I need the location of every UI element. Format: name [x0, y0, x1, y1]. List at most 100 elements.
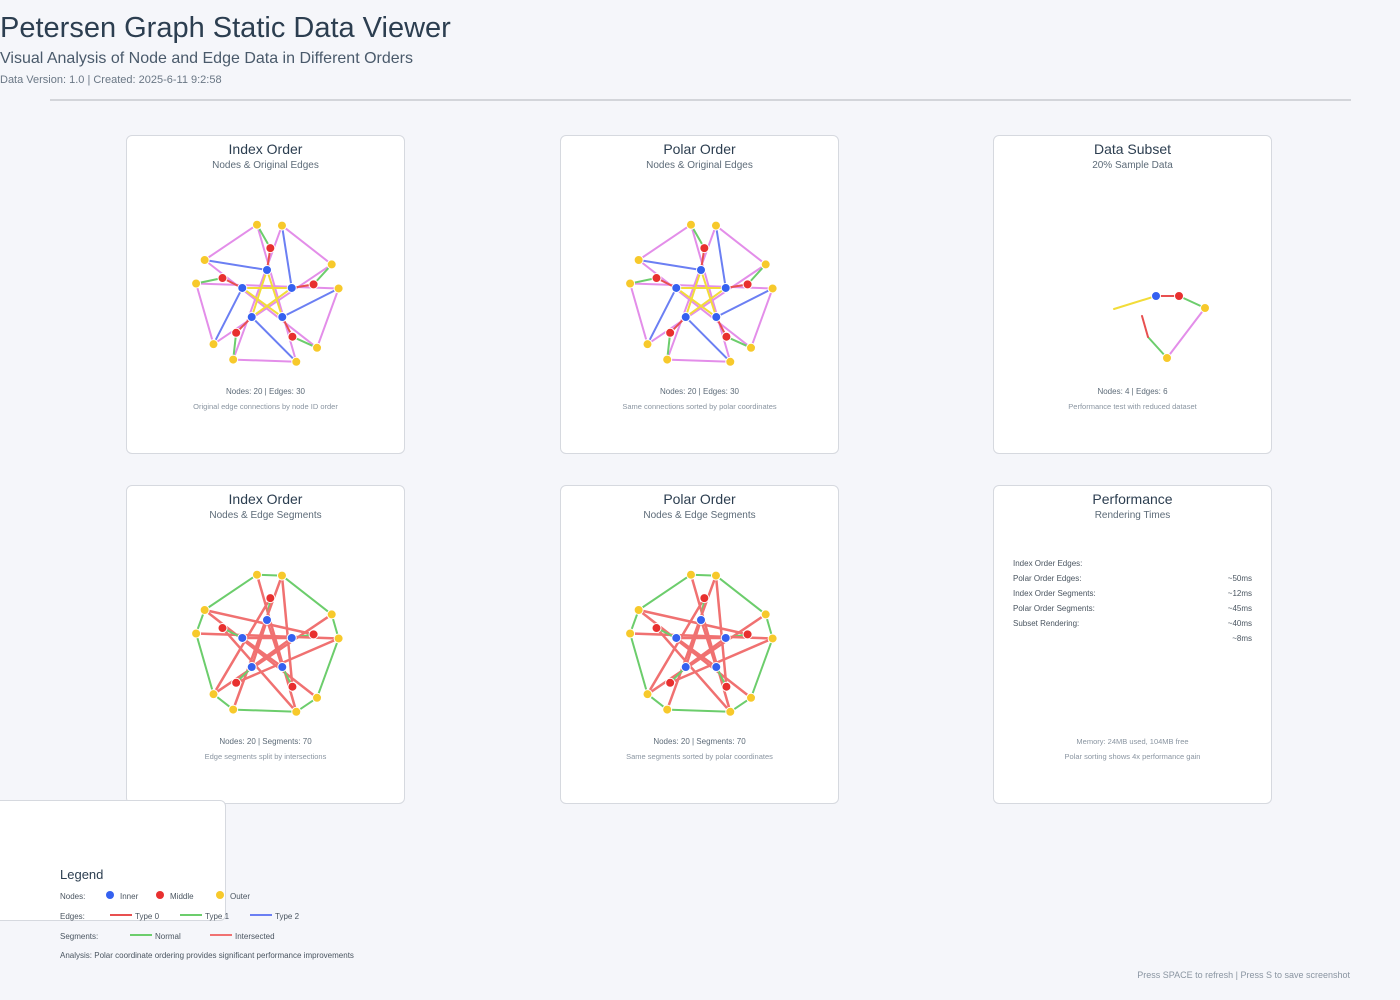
- middle-node: [265, 243, 276, 254]
- inner-node-icon: [106, 891, 114, 899]
- intersected-segment: [280, 574, 294, 688]
- outer-node-icon: [216, 891, 224, 899]
- inner-node: [286, 632, 297, 643]
- panel-stats: Nodes: 20 | Segments: 70: [219, 737, 312, 746]
- header-divider: [50, 99, 1351, 101]
- panel-description: Same segments sorted by polar coordinate…: [626, 752, 773, 761]
- panel-polar-segments: Polar Order Nodes & Edge Segments Nodes:…: [560, 485, 839, 804]
- normal-segment: [280, 574, 333, 616]
- inner-node: [237, 282, 248, 293]
- intersected-segment: [699, 618, 718, 669]
- outer-node: [333, 283, 344, 294]
- perf-label: Index Order Segments:: [1013, 589, 1096, 598]
- legend-outer: Outer: [230, 892, 251, 901]
- inner-node: [246, 662, 257, 673]
- panel-subtitle: Nodes & Original Edges: [646, 160, 753, 171]
- middle-node: [231, 327, 242, 338]
- outer-node: [276, 220, 287, 231]
- inner-node: [720, 632, 731, 643]
- legend-nodes-label: Nodes:: [60, 892, 86, 901]
- page-title: Petersen Graph Static Data Viewer: [0, 12, 451, 44]
- graph-canvas: [191, 569, 344, 717]
- outer-node: [208, 339, 219, 350]
- outer-ring-edge: [629, 282, 649, 346]
- panel-title: Index Order: [228, 141, 303, 157]
- segment-normal-swatch: [130, 934, 152, 936]
- legend-inner: Inner: [120, 892, 139, 901]
- outer-node: [191, 278, 202, 289]
- intersected-segment: [234, 637, 340, 685]
- panel-description: Original edge connections by node ID ord…: [193, 402, 338, 411]
- inner-node: [237, 632, 248, 643]
- normal-segment: [666, 708, 732, 713]
- inner-node: [277, 662, 288, 673]
- inner-node: [262, 615, 272, 625]
- intersected-segment: [668, 637, 774, 685]
- star-edge: [250, 286, 293, 319]
- middle-node: [721, 681, 732, 692]
- star-edge: [266, 269, 284, 319]
- outer-node: [228, 704, 239, 715]
- outer-node: [326, 259, 337, 270]
- legend-segment-normal: Normal: [155, 932, 181, 941]
- intersected-segment: [221, 626, 298, 714]
- spoke-edge: [281, 287, 340, 319]
- panel-title: Index Order: [228, 491, 303, 507]
- star-edge: [684, 269, 702, 319]
- outer-node: [685, 219, 696, 230]
- middle-node: [308, 629, 319, 640]
- panel-title: Polar Order: [663, 141, 736, 157]
- inner-node: [680, 312, 691, 323]
- outer-node: [326, 609, 337, 620]
- panel-performance: Performance Rendering Times Index Order …: [993, 485, 1272, 804]
- outer-node: [333, 633, 344, 644]
- inner-node: [671, 632, 682, 643]
- perf-value: ~8ms: [1232, 634, 1252, 643]
- perf-value: ~40ms: [1227, 619, 1252, 628]
- middle-node: [231, 677, 242, 688]
- legend-edges-label: Edges:: [60, 912, 85, 921]
- inner-node: [262, 265, 272, 275]
- middle-node: [308, 279, 319, 290]
- outer-ring-edge: [195, 282, 215, 346]
- panel-title: Performance: [1092, 491, 1173, 507]
- outer-node: [312, 692, 323, 703]
- normal-segment: [232, 708, 298, 713]
- spoke-edge: [684, 316, 732, 363]
- middle-node: [287, 681, 298, 692]
- middle-node: [699, 243, 710, 254]
- legend-panel: [0, 800, 226, 921]
- outer-node: [710, 220, 721, 231]
- legend-title: Legend: [60, 867, 104, 882]
- panel-subtitle: Nodes & Edge Segments: [209, 510, 322, 521]
- outer-node: [642, 339, 653, 350]
- perf-label: Subset Rendering:: [1013, 619, 1080, 628]
- intersected-segment: [241, 636, 284, 669]
- outer-node: [1162, 353, 1172, 363]
- panel-title: Data Subset: [1093, 141, 1172, 157]
- spoke-edge: [280, 224, 293, 289]
- perf-value: ~45ms: [1227, 604, 1252, 613]
- perf-labels: Index Order Edges: Polar Order Edges: In…: [1013, 556, 1096, 631]
- panel-stats: Nodes: 4 | Edges: 6: [1097, 387, 1168, 396]
- middle-node: [742, 279, 753, 290]
- panel-subtitle: 20% Sample Data: [1092, 160, 1173, 171]
- subset-edge: [1141, 315, 1149, 338]
- panel-description: Edge segments split by intersections: [204, 752, 327, 761]
- star-edge: [675, 286, 718, 319]
- middle-node-icon: [156, 891, 164, 899]
- perf-label: Polar Order Segments:: [1013, 604, 1095, 613]
- inner-node: [1151, 291, 1161, 301]
- middle-node: [665, 327, 676, 338]
- intersected-segment: [265, 618, 284, 669]
- inner-node: [696, 615, 706, 625]
- outer-ring-edge: [637, 223, 692, 261]
- intersected-segment: [646, 596, 706, 696]
- perf-label: Index Order Edges:: [1013, 559, 1083, 568]
- spoke-edge: [715, 287, 774, 319]
- panel-index-segments: Index Order Nodes & Edge Segments Nodes:…: [126, 485, 405, 804]
- outer-node: [251, 219, 262, 230]
- subset-edge: [1166, 307, 1206, 359]
- graph-canvas: [625, 569, 778, 717]
- outer-node: [228, 354, 239, 365]
